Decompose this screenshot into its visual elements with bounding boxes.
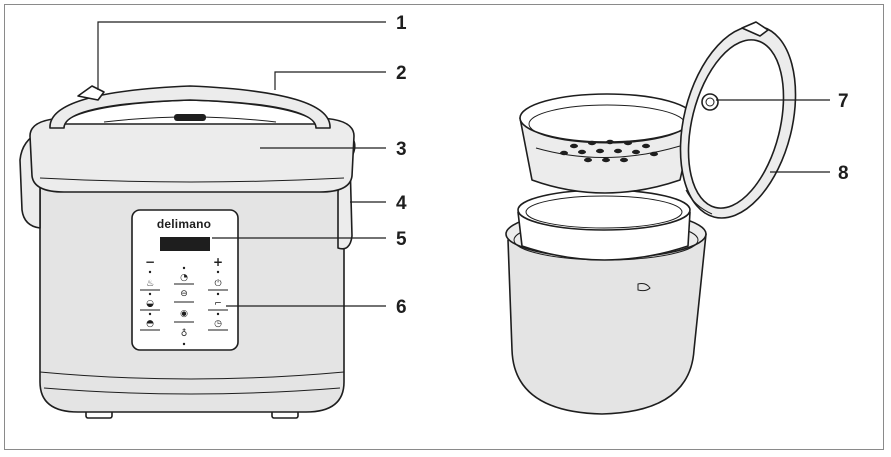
brand-logo: delimano <box>157 217 211 231</box>
minus-button-label: − <box>145 255 155 269</box>
callout-numbers: 1 2 3 4 5 6 7 8 <box>396 13 849 318</box>
callout-4: 4 <box>396 193 407 214</box>
fry-icon: ⌐ <box>214 299 222 309</box>
steamer-rim <box>519 93 695 143</box>
lid-latch <box>637 283 651 292</box>
open-lid <box>679 21 797 219</box>
callout-3: 3 <box>396 139 407 160</box>
function-button: ♁ <box>174 321 194 339</box>
function-button: ◓ <box>140 312 160 331</box>
leader-2 <box>274 71 386 90</box>
function-button: ◒ <box>140 292 160 311</box>
callout-1: 1 <box>396 13 407 34</box>
callout-8: 8 <box>838 163 849 184</box>
function-button: ⏻ <box>208 270 228 291</box>
yogurt-icon: ♁ <box>181 328 188 339</box>
callout-2: 2 <box>396 63 407 84</box>
callout-5: 5 <box>396 229 407 250</box>
soup-icon: ◉ <box>180 309 188 319</box>
function-button: ◔⊖ <box>174 266 194 299</box>
cooker-open-view <box>505 21 797 415</box>
function-button: ◷ <box>208 312 228 331</box>
function-button: ◉ <box>174 301 194 319</box>
steam-valve <box>701 93 719 111</box>
function-button: ⌐ <box>208 292 228 311</box>
function-button: ♨ <box>140 270 160 291</box>
lid-inner-plate <box>687 39 785 209</box>
delay-icon: ◷ <box>214 319 222 329</box>
cake-icon: ◒ <box>146 299 154 309</box>
power-icon: ⏻ <box>214 278 221 289</box>
callout-6: 6 <box>396 297 407 318</box>
steam-vent <box>174 114 206 121</box>
steamer-holes <box>560 139 658 163</box>
open-cooker-body <box>507 233 707 415</box>
lid-tab <box>741 21 769 37</box>
keep-warm-icon: ⊖ <box>180 289 188 299</box>
leader-lines <box>97 21 830 307</box>
display-screen <box>160 237 210 251</box>
figure-frame <box>4 4 884 450</box>
cooker-front-view: delimano − + ♨ ◔⊖ ⏻ ◒ ◉ ⌐ ◓ ♁ ◷ <box>19 85 356 419</box>
leader-1 <box>97 21 386 90</box>
handle-hinge <box>77 85 105 101</box>
carry-handle <box>49 85 331 129</box>
rice-icon: ♨ <box>146 279 154 289</box>
function-buttons: ♨ ◔⊖ ⏻ ◒ ◉ ⌐ ◓ ♁ ◷ <box>140 266 228 346</box>
plus-button-label: + <box>213 255 223 269</box>
lid <box>29 117 355 193</box>
callout-7: 7 <box>838 91 849 112</box>
steam-icon: ◓ <box>146 319 154 329</box>
timer-icon: ◔ <box>180 273 188 283</box>
control-panel <box>131 209 239 351</box>
